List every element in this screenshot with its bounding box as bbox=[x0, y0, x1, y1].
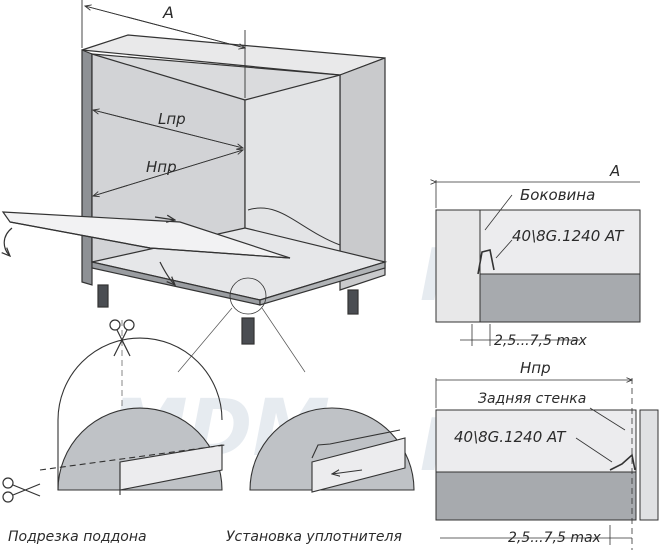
dimension-a-top bbox=[81, 0, 245, 98]
caption-cut-tray: Подрезка поддона bbox=[8, 529, 147, 545]
section-side-panel bbox=[436, 180, 641, 346]
label-gap-back: 2,5...7,5 max bbox=[508, 530, 602, 546]
dimension-lpr bbox=[93, 110, 243, 148]
caption-seal-install: Установка уплотнителя bbox=[226, 529, 402, 545]
label-gap-side: 2,5...7,5 max bbox=[494, 333, 588, 349]
dimension-hpr-main bbox=[93, 150, 243, 196]
section-back-wall bbox=[435, 378, 659, 550]
label-side-panel: Боковина bbox=[520, 186, 595, 204]
label-part-back: 40\8G.1240 AT bbox=[454, 428, 567, 446]
cabinet-drawing bbox=[3, 34, 388, 345]
label-back-wall: Задняя стенка bbox=[478, 391, 586, 407]
detail-seal-install bbox=[249, 407, 415, 493]
scissors-icon bbox=[109, 319, 135, 357]
label-a-section: A bbox=[609, 162, 620, 180]
label-a-top: A bbox=[162, 3, 174, 22]
label-hpr-section: Hпр bbox=[520, 359, 551, 377]
detail-cut-tray bbox=[39, 337, 226, 495]
scissors-icon-side bbox=[2, 477, 41, 503]
label-lpr: Lпр bbox=[158, 110, 186, 128]
label-hpr-main: Hпр bbox=[146, 158, 177, 176]
label-part-side: 40\8G.1240 AT bbox=[512, 227, 625, 245]
